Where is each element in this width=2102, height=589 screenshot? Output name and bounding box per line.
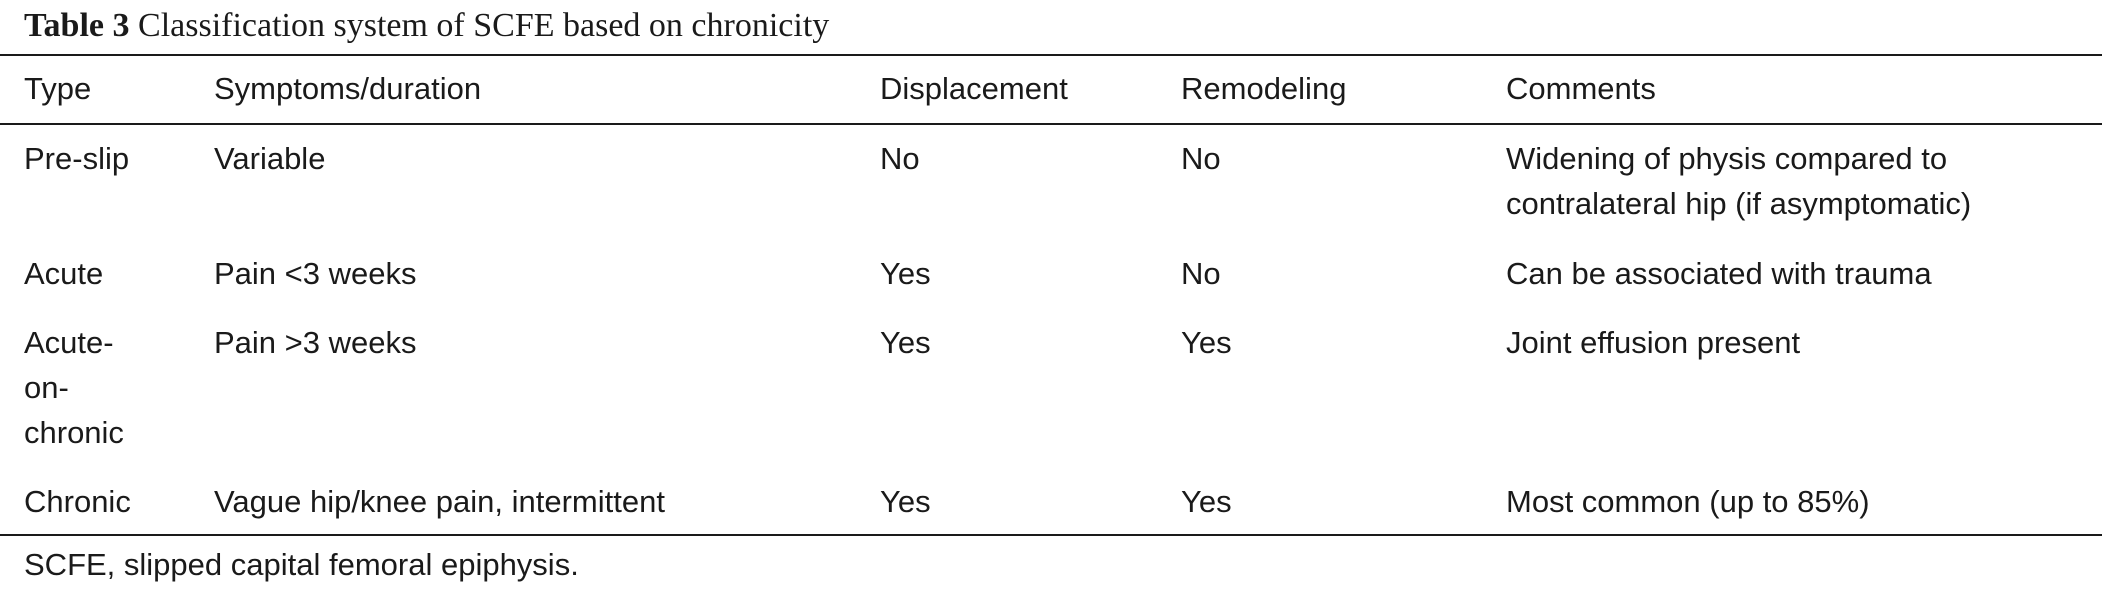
table-cell-displacement: Yes: [880, 256, 931, 291]
table-cell-remodeling: Yes: [1181, 325, 1232, 360]
table-footnote: SCFE, slipped capital femoral epiphysis.: [24, 547, 579, 582]
table-cell-remodeling: No: [1181, 256, 1221, 291]
table-cell-type: Acute-on-chronic: [24, 325, 124, 450]
table-cell-displacement: Yes: [880, 325, 931, 360]
header-rule: [0, 123, 2102, 125]
table-cell-remodeling: No: [1181, 141, 1221, 176]
header-type: Type: [24, 71, 92, 106]
top-rule: [0, 54, 2102, 56]
table-cell-displacement: Yes: [880, 484, 931, 519]
header-displacement: Displacement: [880, 71, 1068, 106]
table-cell-comments: Widening of physis compared to contralat…: [1506, 141, 1972, 221]
table-cell-symptoms: Pain >3 weeks: [214, 325, 417, 360]
table-cell-comments: Joint effusion present: [1506, 325, 1801, 360]
table-cell-symptoms: Pain <3 weeks: [214, 256, 417, 291]
header-remodeling: Remodeling: [1181, 71, 1347, 106]
table-cell-symptoms: Vague hip/knee pain, intermittent: [214, 484, 665, 519]
table-caption: Table 3 Classification system of SCFE ba…: [24, 6, 829, 46]
table-cell-comments: Can be associated with trauma: [1506, 256, 1932, 291]
table-label: Table 3: [24, 7, 130, 44]
table-cell-type: Chronic: [24, 484, 131, 519]
table-cell-symptoms: Variable: [214, 141, 326, 176]
table-cell-comments: Most common (up to 85%): [1506, 484, 1870, 519]
header-comments: Comments: [1506, 71, 1656, 106]
table-cell-displacement: No: [880, 141, 920, 176]
table-cell-type: Pre-slip: [24, 141, 130, 176]
bottom-rule: [0, 534, 2102, 536]
table-cell-remodeling: Yes: [1181, 484, 1232, 519]
table-title: Classification system of SCFE based on c…: [138, 7, 830, 44]
table-cell-type: Acute: [24, 256, 104, 291]
header-symptoms: Symptoms/duration: [214, 71, 482, 106]
